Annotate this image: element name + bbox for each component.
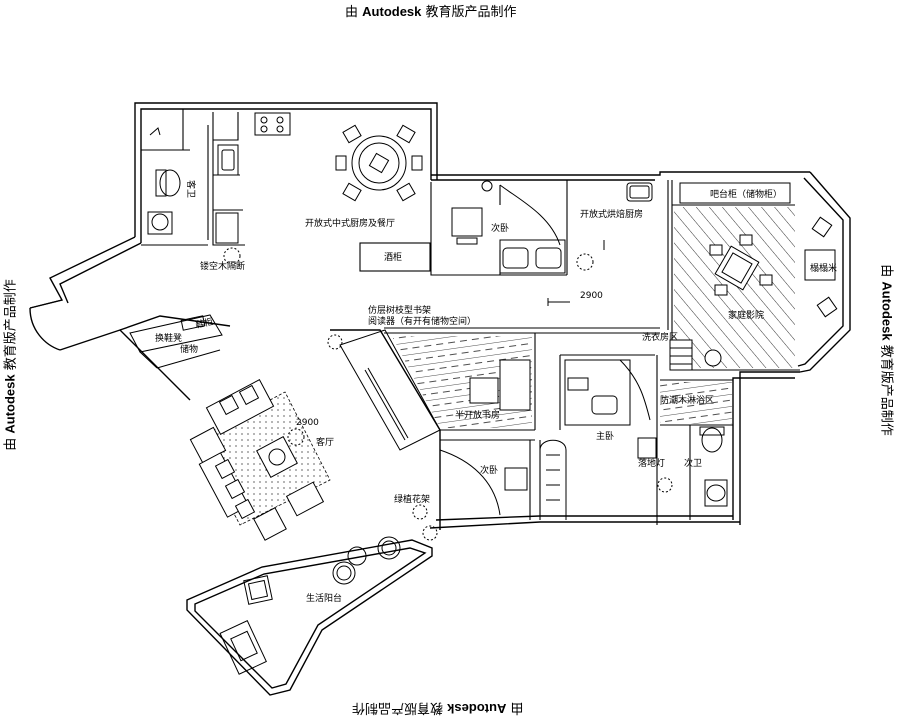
label-waterproof-bathroom: 防潮木淋浴区 [660,394,714,406]
label-plant-stand: 绿植花架 [394,493,430,505]
label-bookshelf-2: 阅读器（有开有储物空间） [368,315,476,327]
label-wine-cabinet: 酒柜 [384,251,402,263]
plant-3 [412,504,428,520]
watermark-top: 由 Autodesk 教育版产品制作 [345,4,517,20]
label-bar-counter: 吧台柜（储物柜） [710,188,782,200]
shoe-cabinet [129,314,223,369]
master-bedroom-furniture [564,359,673,493]
label-kitchen-dining: 开放式中式厨房及餐厅 [305,217,395,229]
study-furniture [469,359,531,411]
wine-cabinet [359,242,431,272]
guest-toilet-fixtures [147,127,181,235]
label-corridor-dimension: 2900 [580,291,603,301]
label-guest-toilet: 客卫 [185,180,197,198]
label-shoe-1: 换鞋凳 [155,332,182,344]
second-bath-fixtures [699,426,728,507]
bakery-fixtures [576,182,653,271]
label-living-dimension: 2900 [296,418,319,428]
second-bedroom-top-furniture [451,180,566,274]
second-bedroom-bottom-furniture [439,449,528,516]
tv-wall [339,329,441,451]
family-theater-floor [674,207,795,368]
plant-1 [223,247,241,265]
label-shoe-2: 鞋柜 [194,315,214,330]
label-utility-balcony: 生活阳台 [306,592,342,604]
dining-table [335,124,423,202]
label-second-bathroom: 次卫 [684,457,702,469]
label-screen-divider: 镂空木隔断 [200,260,245,272]
label-laundry: 洗衣房区 [642,331,678,343]
label-second-bedroom-top: 次卧 [491,222,509,234]
study-floor [392,336,532,428]
label-tatami: 榻榻米 [810,262,837,274]
balcony-furniture [219,536,401,675]
label-semi-open-study: 半开放书房 [455,409,500,421]
label-floor-lamp: 落地灯 [638,457,665,469]
label-bookshelf-1: 仿层树枝型书架 [368,304,431,316]
label-master-bedroom: 主卧 [596,430,614,442]
corridor-dimension [547,298,570,306]
sofa-set [189,378,325,541]
plant-5 [287,428,305,446]
laundry-fixtures [669,339,722,371]
label-second-bedroom-bottom: 次卧 [480,464,498,476]
laundry-floor [660,382,732,424]
plant-2 [327,334,343,350]
kitchen-fixtures [215,112,291,244]
label-living-room: 客厅 [316,436,334,448]
label-family-theater: 家庭影院 [728,309,764,321]
theater-furniture [679,182,838,318]
label-bakery-kitchen: 开放式烘焙厨房 [580,208,643,220]
entrance-door-swing [29,299,63,309]
label-shoe-3: 储物 [180,343,198,355]
plant-4 [422,525,438,541]
wardrobe [539,439,567,520]
